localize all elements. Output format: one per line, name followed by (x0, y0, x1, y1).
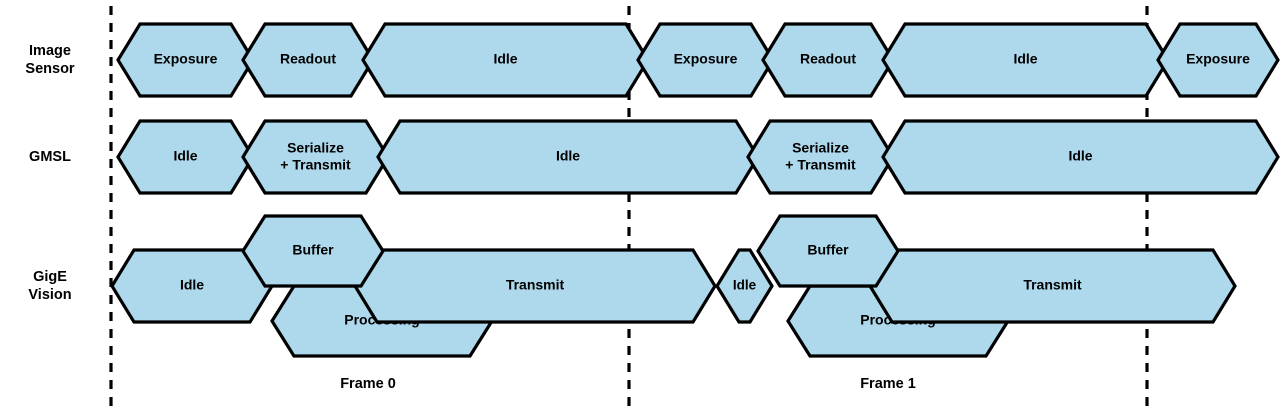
timeline-block-gmsl-0[interactable]: Idle (116, 119, 255, 195)
timeline-block-image-sensor-3[interactable]: Exposure (636, 22, 775, 98)
timeline-block-gmsl-3[interactable]: Serialize+ Transmit (746, 119, 895, 195)
timeline-block-image-sensor-6[interactable]: Exposure (1156, 22, 1280, 98)
block-label: Idle (173, 148, 197, 164)
block-label: Serialize+ Transmit (785, 139, 856, 172)
block-shape (1156, 22, 1280, 98)
block-shape (715, 248, 774, 324)
block-label: Exposure (154, 51, 218, 67)
row-label-text: GMSL (29, 149, 71, 165)
timeline-block-image-sensor-1[interactable]: Readout (241, 22, 375, 98)
timeline-block-image-sensor-5[interactable]: Idle (881, 22, 1170, 98)
frame-label-1: Frame 1 (860, 376, 916, 392)
timeline-block-gige-vision-7[interactable]: Transmit (868, 248, 1237, 324)
timeline-block-image-sensor-2[interactable]: Idle (361, 22, 650, 98)
timeline-block-gige-vision-5[interactable]: Buffer (756, 214, 900, 288)
block-label: Transmit (506, 277, 565, 293)
block-label: Readout (800, 51, 856, 67)
block-shape (241, 214, 385, 288)
timeline-block-gige-vision-4[interactable]: Idle (715, 248, 774, 324)
timeline-block-gmsl-1[interactable]: Serialize+ Transmit (241, 119, 390, 195)
block-label: Exposure (674, 51, 738, 67)
block-label: Exposure (1186, 51, 1250, 67)
timeline-block-image-sensor-0[interactable]: Exposure (116, 22, 255, 98)
block-label: Idle (493, 51, 517, 67)
timeline-block-gige-vision-1[interactable]: Buffer (241, 214, 385, 288)
block-label: Idle (556, 148, 580, 164)
timeline-block-gmsl-4[interactable]: Idle (881, 119, 1280, 195)
block-label: Transmit (1023, 277, 1082, 293)
block-shape (756, 214, 900, 288)
timeline-block-image-sensor-4[interactable]: Readout (761, 22, 895, 98)
timeline-block-gmsl-2[interactable]: Idle (376, 119, 760, 195)
frame-labels-group: Frame 0 Frame 1 (340, 376, 916, 392)
block-label: Idle (180, 277, 204, 293)
block-label: Idle (1013, 51, 1037, 67)
block-label: Idle (1068, 148, 1092, 164)
frame-label-0: Frame 0 (340, 376, 396, 392)
block-label: Buffer (807, 242, 849, 258)
block-label: Buffer (292, 242, 334, 258)
block-label: Readout (280, 51, 336, 67)
timeline-block-gige-vision-3[interactable]: Transmit (353, 248, 717, 324)
block-label: Idle (733, 278, 757, 293)
block-shape (881, 119, 1280, 195)
row-label-gmsl: GMSL (29, 149, 71, 165)
block-label: Serialize+ Transmit (280, 139, 351, 172)
